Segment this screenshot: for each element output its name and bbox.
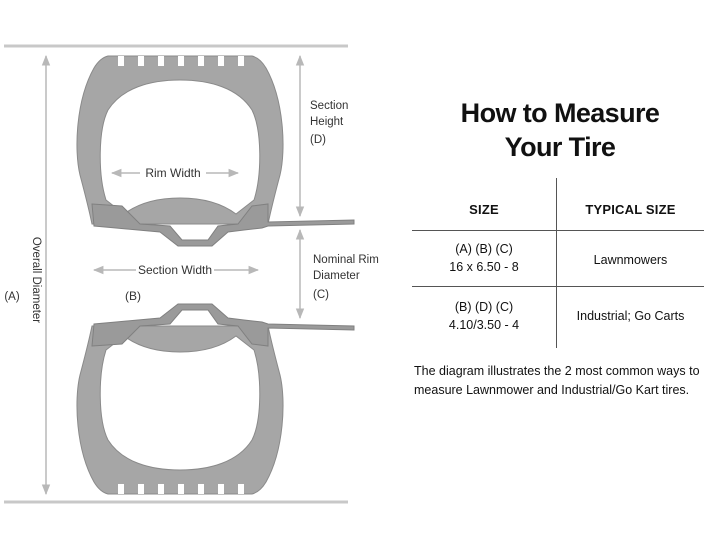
- table-row-1-typical: Lawnmowers: [593, 253, 668, 267]
- overall-diameter-label: Overall Diameter: [30, 237, 42, 323]
- lower-tire-section: [76, 303, 355, 495]
- nominal-rim-code: (C): [313, 289, 329, 301]
- table-row-2-size-codes: (B) (D) (C): [454, 300, 514, 314]
- title-line-1: How to Measure: [460, 98, 660, 128]
- table-row-1-size-codes: (A) (B) (C): [455, 242, 513, 256]
- table-column-divider: [556, 178, 557, 348]
- page-title: How to Measure Your Tire: [400, 96, 710, 164]
- size-table: SIZE TYPICAL SIZE (A) (B) (C) 16 x 6.50 …: [412, 178, 704, 348]
- rim-width-label: Rim Width: [145, 166, 200, 180]
- section-height-label-line2: Height: [310, 116, 344, 128]
- tire-diagram: Rim Width Section Width (B) Section Heig…: [4, 44, 379, 504]
- section-height-code: (D): [310, 134, 326, 146]
- table-row-divider: [412, 286, 704, 287]
- nominal-rim-label-line2: Diameter: [313, 270, 360, 282]
- table-header-size: SIZE: [469, 202, 499, 217]
- table-row-2-typical: Industrial; Go Carts: [576, 309, 685, 323]
- table-header-typical-size: TYPICAL SIZE: [585, 202, 676, 217]
- section-width-code: (B): [125, 289, 141, 303]
- diagram-caption: The diagram illustrates the 2 most commo…: [414, 364, 700, 397]
- title-line-2: Your Tire: [504, 132, 616, 162]
- table-row-1-size-value: 16 x 6.50 - 8: [449, 260, 519, 274]
- upper-tire-section: [76, 55, 355, 247]
- section-width-label: Section Width: [138, 263, 212, 277]
- nominal-rim-label-line1: Nominal Rim: [313, 254, 379, 266]
- overall-diameter-code: (A): [4, 291, 20, 303]
- section-height-label-line1: Section: [310, 100, 348, 112]
- table-header-divider: [412, 230, 704, 231]
- table-row-2-size-value: 4.10/3.50 - 4: [448, 318, 520, 332]
